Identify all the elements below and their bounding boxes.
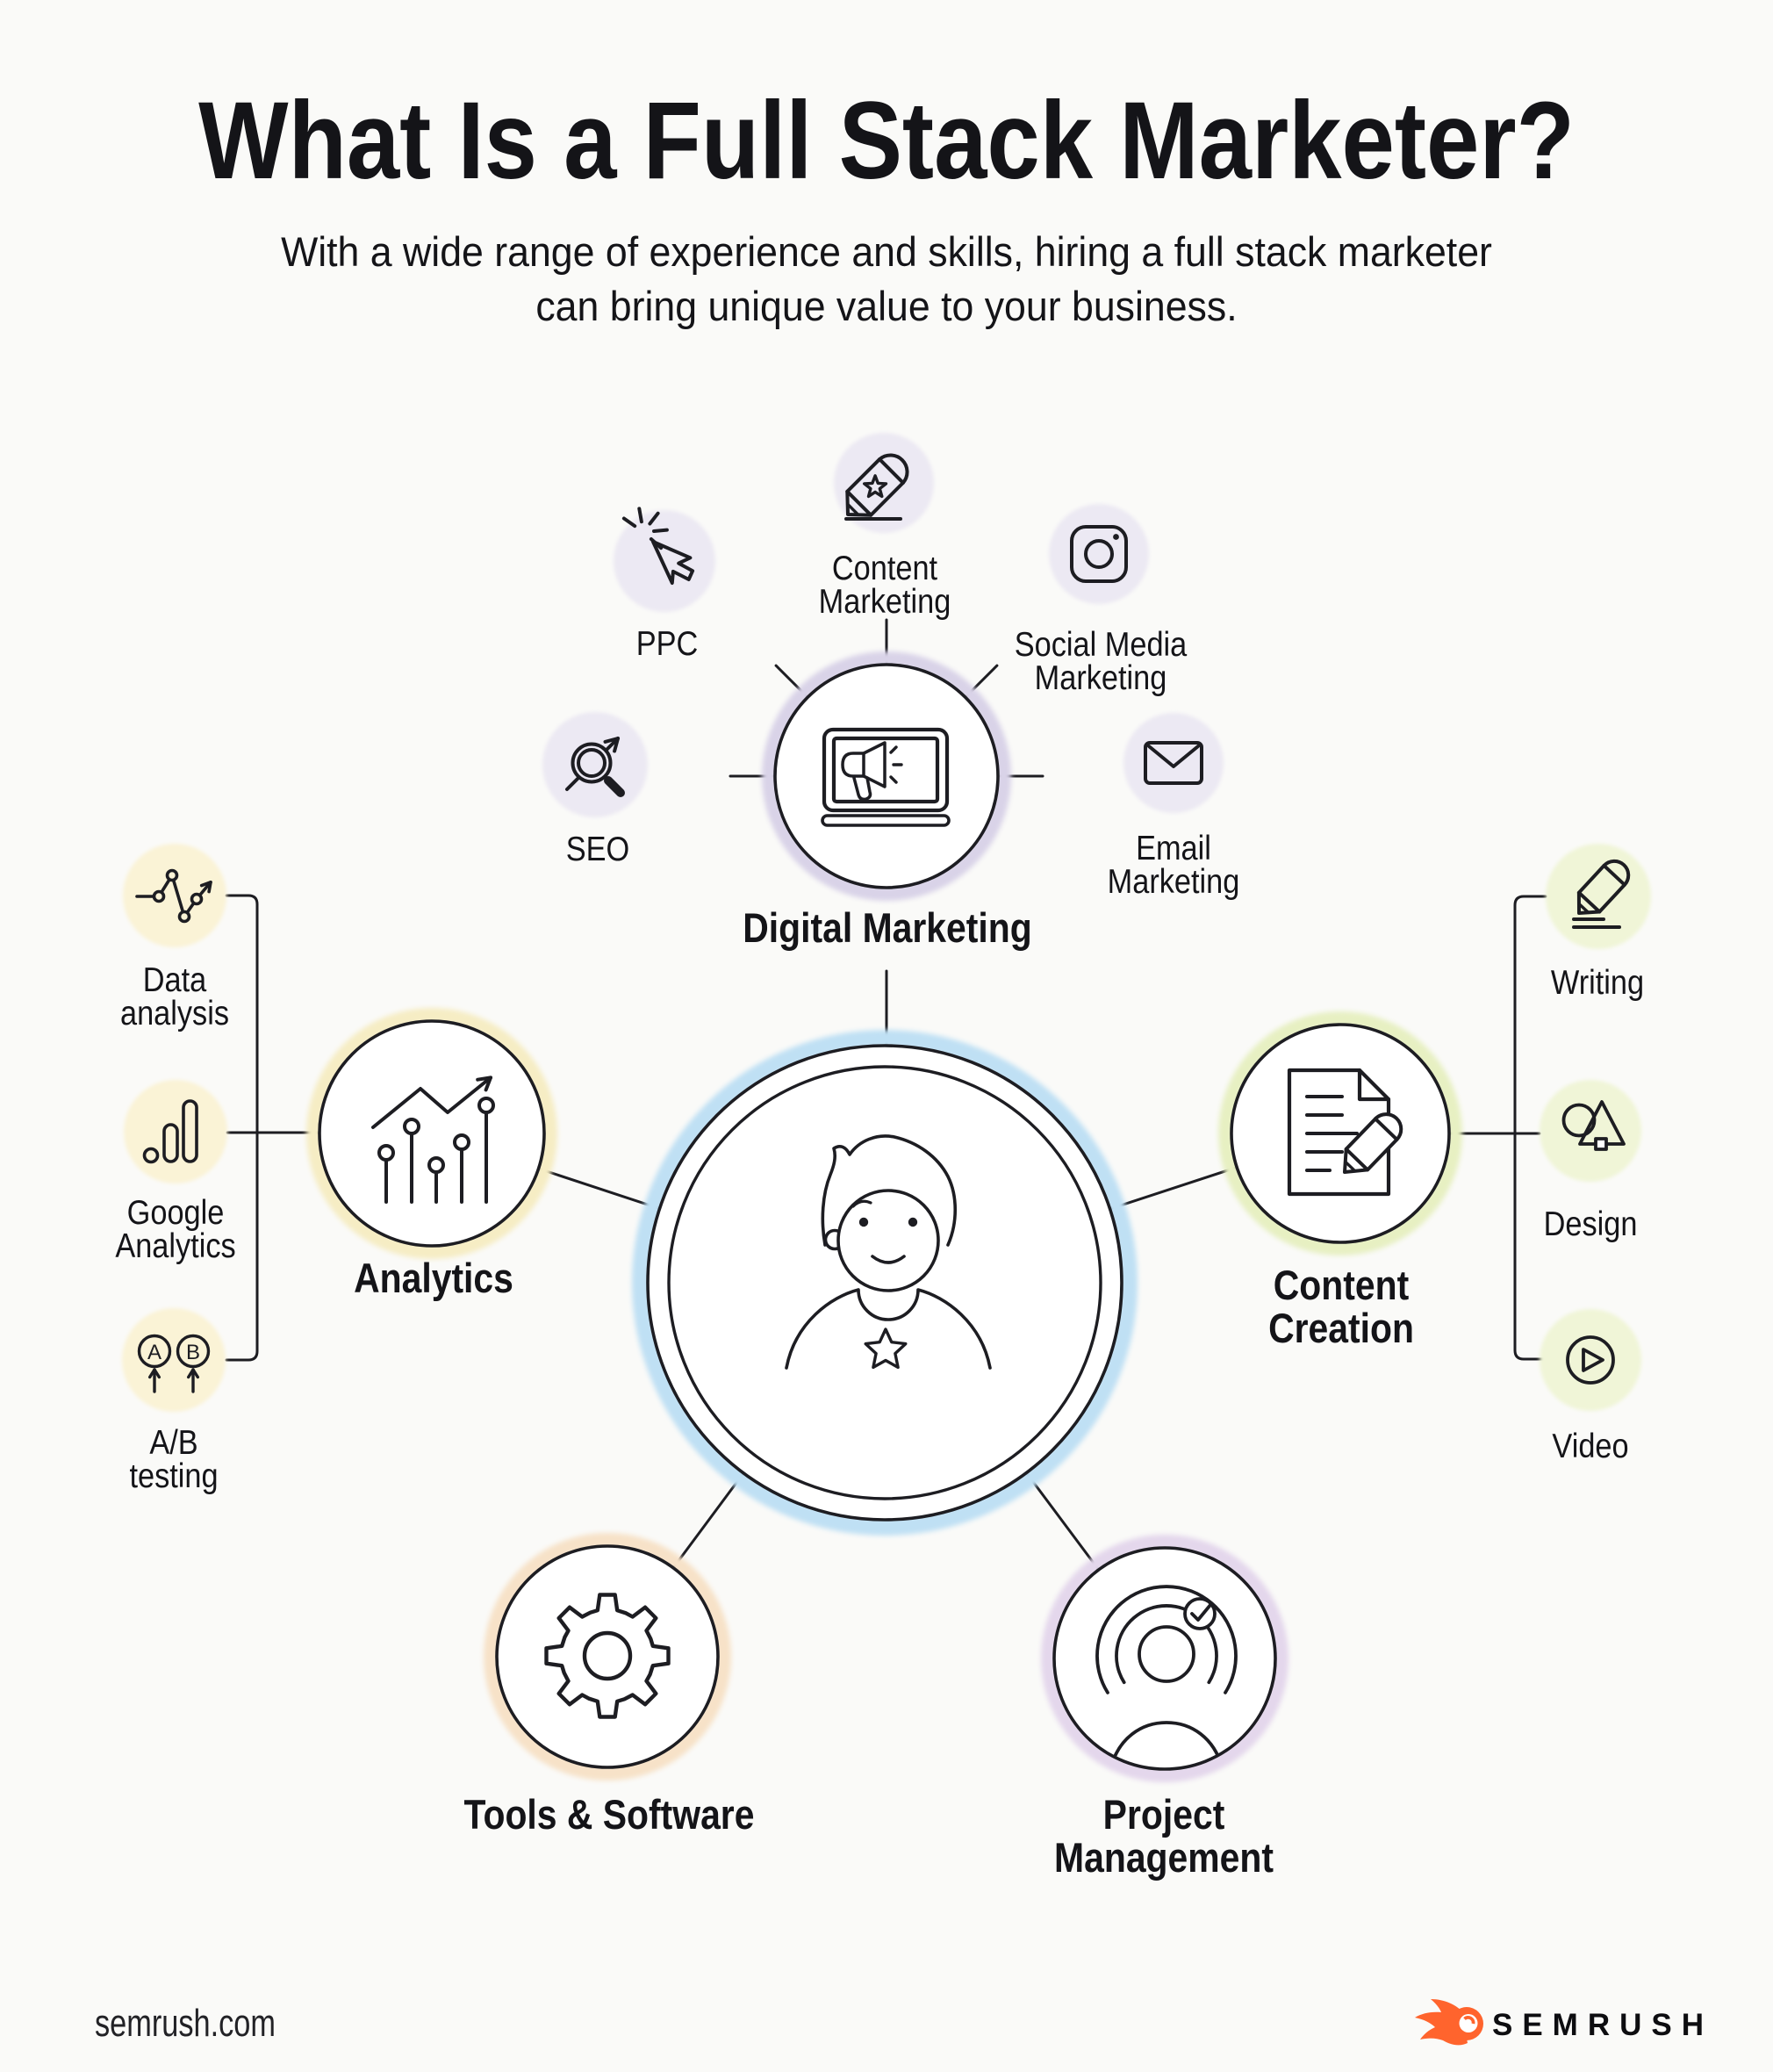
skill-label-google-analytics: Google Analytics	[115, 1193, 236, 1265]
ppc-chip	[614, 510, 715, 612]
semrush-flame-arc	[1463, 2016, 1475, 2025]
tools-software-halo	[484, 1533, 731, 1781]
instagram-icon	[1070, 525, 1128, 583]
seo-arrow-barb	[603, 737, 620, 744]
category-label-tools-software: Tools & Software	[463, 1791, 755, 1838]
laptop-megaphone-icon	[821, 727, 951, 827]
project-management-halo	[1041, 1535, 1288, 1782]
skill-label-writing: Writing	[1550, 963, 1645, 1002]
ab-testing-chip	[122, 1308, 226, 1412]
cursor-ray	[649, 537, 664, 550]
cursor-ray	[652, 528, 669, 533]
shapes-icon	[1561, 1100, 1626, 1151]
ab-arrow-barb	[153, 1368, 162, 1379]
seo-arrow-barb	[613, 737, 620, 753]
person-orbit-check-icon	[1095, 1585, 1238, 1768]
chart-arrow-barb	[476, 1076, 492, 1082]
gear-icon	[544, 1593, 671, 1719]
tools-software-circle	[495, 1544, 720, 1769]
skill-label-seo: SEO	[565, 830, 630, 868]
semrush-logo[interactable]	[1387, 1975, 1703, 2046]
content-creation-halo	[1218, 1011, 1462, 1255]
marketer-halo	[632, 1030, 1138, 1536]
skill-label-content-marketing: Content Marketing	[818, 550, 951, 622]
category-label-digital-marketing: Digital Marketing	[743, 904, 1032, 952]
skill-label-email-marketing: Email Marketing	[1107, 829, 1240, 901]
google-analytics-chip	[124, 1080, 227, 1183]
data-analysis-chip	[123, 844, 226, 947]
content-creation-bracket	[1513, 895, 1547, 1361]
category-label-content-creation: Content Creation	[1268, 1261, 1414, 1351]
category-label-analytics: Analytics	[354, 1255, 513, 1302]
analytics-halo	[306, 1008, 557, 1259]
footer-site-url[interactable]: semrush.com	[95, 2002, 276, 2046]
marketer-avatar-icon	[785, 1134, 992, 1370]
cursor-ray	[648, 511, 660, 526]
crayon-star-icon	[844, 453, 909, 521]
video-chip	[1540, 1309, 1641, 1411]
digital-marketing-halo	[762, 651, 1011, 901]
play-circle-icon	[1566, 1335, 1615, 1385]
zigzag-arrow-barb	[207, 880, 212, 894]
writing-chip	[1546, 844, 1651, 949]
chart-arrow-barb	[484, 1076, 492, 1092]
email-marketing-chip	[1123, 713, 1224, 813]
skill-label-video: Video	[1552, 1427, 1629, 1465]
search-growth-icon	[565, 737, 625, 797]
document-pencil-icon	[1287, 1068, 1403, 1197]
skill-label-ppc: PPC	[635, 624, 699, 663]
cursor-ray	[637, 507, 643, 524]
ab-letter-b: B	[186, 1341, 200, 1364]
skill-chips	[122, 433, 1651, 1412]
pencil-lines-icon	[1572, 859, 1631, 929]
analytics-bracket	[225, 894, 259, 1362]
cursor-ray	[621, 516, 637, 529]
social-media-marketing-chip	[1049, 504, 1149, 604]
skill-label-data-analysis: Data analysis	[120, 960, 229, 1032]
page-title: What Is a Full Stack Marketer?	[198, 80, 1575, 203]
category-label-project-management: Project Management	[1054, 1791, 1274, 1881]
digital-marketing-circle	[773, 663, 1000, 889]
chart-growth-icon	[371, 1076, 495, 1204]
skill-label-social-media-marketing: Social Media Marketing	[1014, 625, 1188, 697]
cursor-click-icon	[621, 507, 695, 585]
skill-label-ab-testing: A/B testing	[129, 1423, 219, 1495]
ab-arrow-barb	[191, 1368, 200, 1379]
envelope-icon	[1144, 741, 1203, 785]
line-nodes-icon	[135, 868, 212, 924]
analytics-circle	[318, 1019, 546, 1248]
semrush-wordmark: SEMRUSH	[1491, 2007, 1713, 2042]
skill-label-design: Design	[1543, 1205, 1638, 1243]
page-subtitle: With a wide range of experience and skil…	[281, 227, 1492, 329]
ab-letter-a: A	[147, 1341, 162, 1364]
marketer-inner-ring	[667, 1065, 1102, 1500]
google-analytics-icon	[142, 1099, 198, 1164]
